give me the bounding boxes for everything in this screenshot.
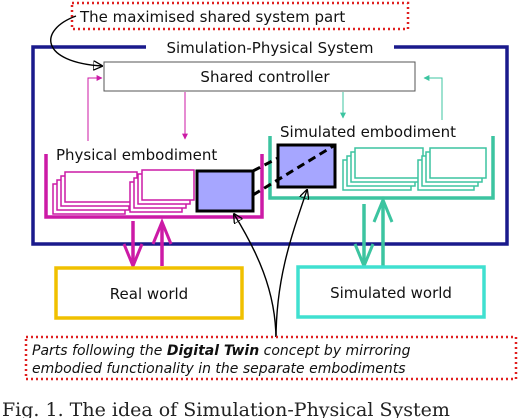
real-world-box bbox=[54, 266, 244, 320]
physical-embodiment-label: Physical embodiment bbox=[56, 146, 217, 164]
shared-part-pointer-arrow bbox=[50, 15, 102, 66]
simulated-embodiment-label: Simulated embodiment bbox=[280, 123, 456, 141]
shared-part-note-box bbox=[70, 1, 410, 31]
simulated-module-stack-2 bbox=[417, 147, 487, 191]
real-world-to-physical-arrowhead bbox=[151, 218, 173, 245]
digital-twin-link-top bbox=[252, 156, 279, 173]
simulated-module-stack-1 bbox=[342, 147, 424, 191]
simulated-world-label: Simulated world bbox=[330, 284, 452, 302]
simulated-world-box bbox=[296, 265, 486, 319]
system-title: Simulation-Physical System bbox=[166, 39, 373, 57]
physical-digital-twin-module bbox=[195, 169, 255, 213]
physical-embodiment-frame bbox=[44, 154, 264, 219]
simulated-embodiment-label-bg bbox=[276, 120, 488, 142]
real-world-label: Real world bbox=[110, 285, 188, 303]
figure-caption: Fig. 1. The idea of Simulation-Physical … bbox=[2, 399, 450, 418]
physical-to-real-world-arrowhead bbox=[122, 243, 144, 270]
twin-pointer-arrow-simulated bbox=[275, 190, 307, 341]
physical-module-stack-2 bbox=[129, 169, 195, 213]
digital-twin-link-bottom bbox=[252, 143, 336, 197]
shared-controller-label: Shared controller bbox=[200, 68, 330, 86]
digital-twin-note-suffix: concept by mirroring bbox=[259, 343, 410, 359]
simulated-embodiment-frame bbox=[268, 136, 495, 200]
shared-controller-box bbox=[103, 61, 416, 92]
physical-embodiment-label-bg bbox=[52, 143, 246, 165]
digital-twin-note-prefix: Parts following the bbox=[32, 343, 167, 359]
digital-twin-note-line-1: Parts following the Digital Twin concept… bbox=[32, 343, 411, 359]
shared-part-note-text: The maximised shared system part bbox=[79, 8, 345, 26]
simulated-to-controller-arrow bbox=[423, 75, 443, 125]
twin-pointer-arrow-physical bbox=[234, 214, 277, 341]
sim-world-to-simulated-arrowhead bbox=[372, 196, 394, 223]
digital-twin-note-line-2: embodied functionality in the separate e… bbox=[32, 361, 406, 377]
digital-twin-note-bold: Digital Twin bbox=[167, 343, 259, 359]
physical-to-controller-arrow bbox=[87, 75, 103, 141]
system-title-bg bbox=[146, 38, 394, 58]
digital-twin-note-box bbox=[24, 335, 518, 381]
physical-module-stack-1 bbox=[52, 171, 138, 215]
